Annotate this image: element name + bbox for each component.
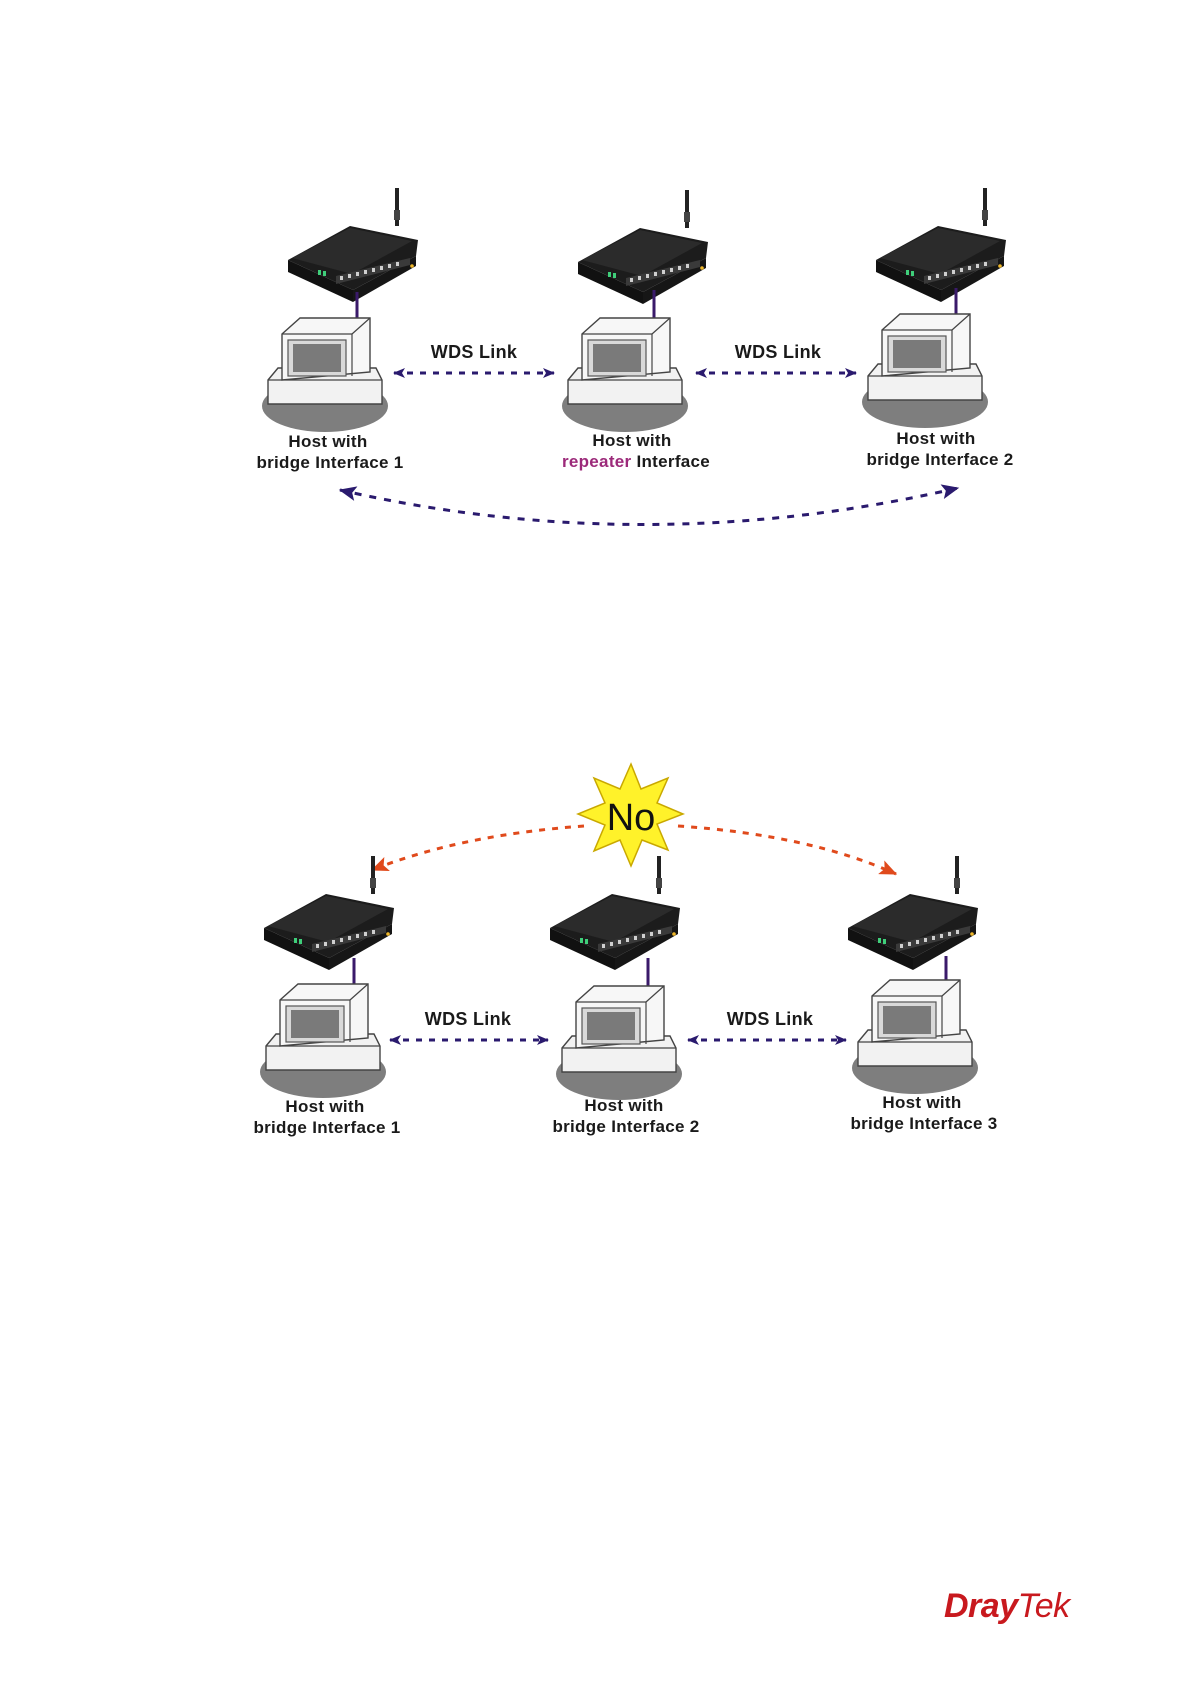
repeater-accent-text: repeater	[562, 452, 632, 471]
svg-text:DrayTek: DrayTek	[944, 1587, 1072, 1625]
logo-text-tek: Tek	[1018, 1587, 1073, 1625]
wds-link-label: WDS Link	[735, 342, 822, 362]
host-label-line2: bridge Interface 2	[866, 450, 1013, 469]
wds-link-label: WDS Link	[727, 1009, 814, 1029]
host-computer-icon	[852, 980, 978, 1094]
no-label: No	[607, 797, 656, 839]
wds-curved-arrow	[340, 488, 958, 525]
host-computer-icon	[862, 314, 988, 428]
host-computer-icon	[556, 986, 682, 1100]
diagram-top: WDS Link WDS Link Host with bridge Inter…	[256, 188, 1013, 525]
router-icon	[578, 190, 708, 304]
host-label-line1: Host with	[285, 1097, 364, 1116]
no-starburst: No	[578, 764, 683, 866]
host-label-line2: bridge Interface 1	[256, 453, 403, 472]
host-computer-icon	[260, 984, 386, 1098]
router-icon	[848, 856, 978, 970]
host-label-line1: Host with	[882, 1093, 961, 1112]
host-label-line2: bridge Interface 3	[850, 1114, 997, 1133]
host-label-line2: bridge Interface 1	[253, 1118, 400, 1137]
blocked-arrow-right	[678, 826, 896, 874]
host-label-line1: Host with	[896, 429, 975, 448]
host-label-line2-rest: Interface	[631, 452, 710, 471]
host-computer-icon	[562, 318, 688, 432]
wds-link-label: WDS Link	[431, 342, 518, 362]
logo-text-dray: Dray	[944, 1587, 1020, 1625]
host-label-line1: Host with	[592, 431, 671, 450]
host-label-line1: Host with	[288, 432, 367, 451]
router-icon	[550, 856, 680, 970]
host-computer-icon	[262, 318, 388, 432]
diagram-bottom: No WDS Link WDS Link Host with bridge In…	[253, 764, 997, 1137]
blocked-arrow-left	[372, 826, 584, 870]
host-label-line2: repeater Interface	[562, 452, 710, 471]
router-icon	[288, 188, 418, 302]
wds-link-label: WDS Link	[425, 1009, 512, 1029]
router-icon	[264, 856, 394, 970]
host-label-line2: bridge Interface 2	[552, 1117, 699, 1136]
router-icon	[876, 188, 1006, 302]
draytek-logo: DrayTek	[944, 1587, 1072, 1625]
host-label-line1: Host with	[584, 1096, 663, 1115]
